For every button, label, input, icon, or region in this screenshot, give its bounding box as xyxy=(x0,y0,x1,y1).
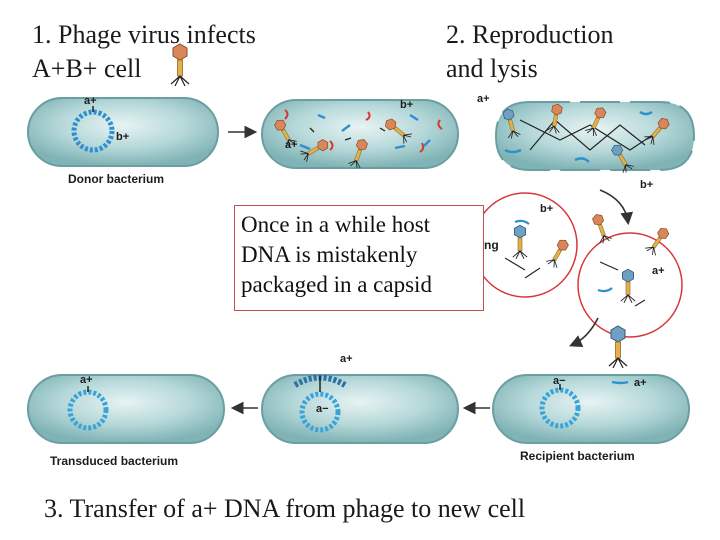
mispackaging-note: Once in a while host DNA is mistakenly p… xyxy=(234,205,484,311)
partial-label: ng xyxy=(484,238,499,252)
transduced-chromosome-ring xyxy=(67,389,109,431)
donor-b-plus-label: b+ xyxy=(116,131,129,143)
injecting-phage-icon xyxy=(608,325,628,369)
donor-label: Donor bacterium xyxy=(68,172,164,186)
lysing-bacterium: a+ b+ xyxy=(477,93,696,191)
recombination-a-plus-label: a+ xyxy=(340,353,353,365)
transduced-label: Transduced bacterium xyxy=(50,454,178,468)
lysis-b-plus-label: b+ xyxy=(640,179,653,191)
cluster-a-plus-label: a+ xyxy=(652,265,665,277)
transduced-bacterium: a+ Transduced bacterium xyxy=(27,374,225,468)
transduced-a-plus-label: a+ xyxy=(80,374,93,386)
highlight-circle-a xyxy=(577,232,683,338)
arrow-3-icon xyxy=(569,317,599,348)
recipient-a-plus-label: a+ xyxy=(634,377,647,389)
recipient-label: Recipient bacterium xyxy=(520,449,635,463)
recipient-a-minus-label: a− xyxy=(553,375,566,387)
step-1-caption: 1. Phage virus infects A+B+ cell xyxy=(32,20,256,83)
phage-icon xyxy=(545,236,572,270)
recipient-bacterium: a− a+ Recipient bacterium xyxy=(492,325,690,463)
arrow-2-icon xyxy=(599,189,634,226)
reproduction-a-plus-label: a+ xyxy=(285,139,298,151)
recombining-bacterium: a+ a− xyxy=(261,353,459,444)
cluster-b-plus-label: b+ xyxy=(540,203,553,215)
transducing-phage-icon xyxy=(512,224,528,260)
reproducing-bacterium: b+ a+ xyxy=(261,99,459,170)
phage-icon xyxy=(643,224,673,257)
donor-chromosome-ring xyxy=(71,109,115,153)
transducing-phage-cluster: b+ a+ xyxy=(472,192,683,338)
donor-bacterium: a+ b+ Donor bacterium xyxy=(27,95,219,186)
reproduction-b-plus-label: b+ xyxy=(400,99,413,111)
step-3-caption: 3. Transfer of a+ DNA from phage to new … xyxy=(44,494,526,523)
recombination-chromosome-ring xyxy=(299,391,341,433)
lysis-a-plus-label: a+ xyxy=(477,93,490,105)
recipient-chromosome-ring xyxy=(539,387,581,429)
phage-icon xyxy=(589,211,613,245)
donor-a-plus-label: a+ xyxy=(84,95,97,107)
transducing-phage-icon xyxy=(620,268,636,304)
recombination-a-minus-label: a− xyxy=(316,403,329,415)
step-2-caption: 2. Reproduction and lysis xyxy=(446,20,614,83)
